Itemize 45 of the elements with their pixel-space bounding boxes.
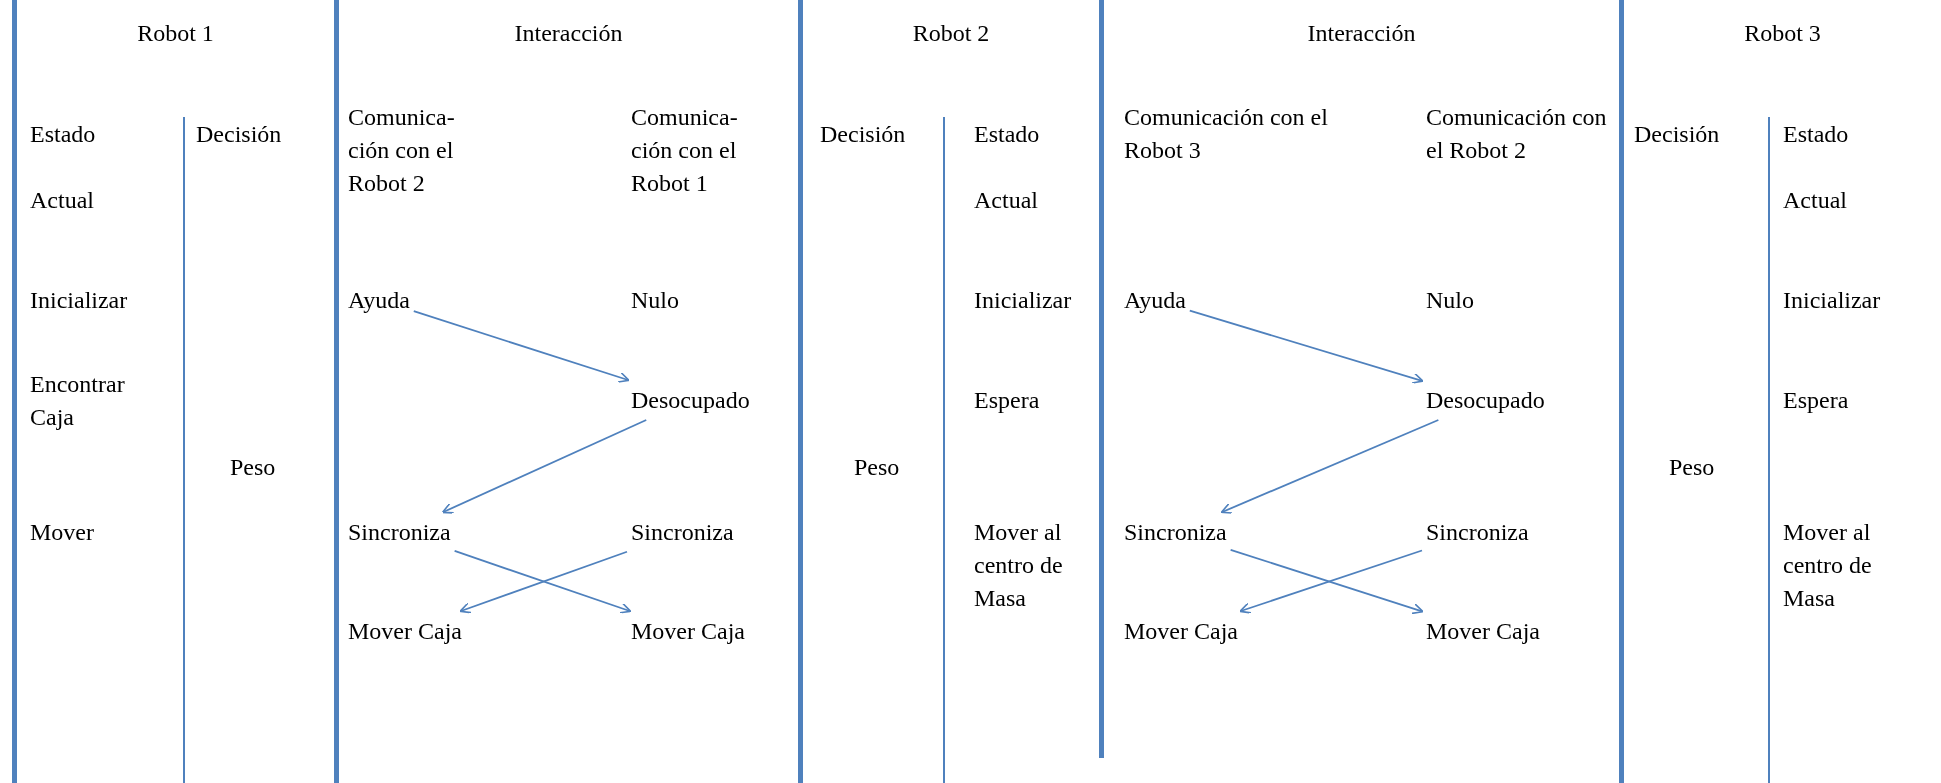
lane-title: Interacción	[513, 20, 624, 47]
column-text: Mover al centro de Masa	[1783, 518, 1873, 613]
column-text: Comunica- ción con el Robot 2	[348, 103, 456, 198]
lane-title: Robot 3	[1743, 20, 1822, 47]
column-text: Espera	[1783, 386, 1850, 415]
state-text: Desocupado	[631, 384, 750, 416]
state-text: Ayuda	[348, 284, 410, 316]
column-text: Decisión	[196, 120, 283, 149]
state-text: Mover Caja	[348, 615, 462, 647]
column-text: Mover al centro de Masa	[974, 518, 1064, 613]
state-text: Mover Caja	[1124, 615, 1238, 647]
lane-title: Robot 1	[136, 20, 215, 47]
column-text: Inicializar	[30, 286, 129, 315]
column-text: Espera	[974, 386, 1041, 415]
column-text: Estado Actual	[1783, 120, 1850, 215]
state-text: Sincroniza	[631, 516, 734, 548]
arrow	[412, 310, 630, 383]
column-text: Comunicación con el Robot 2	[1426, 103, 1608, 165]
column-text: Decisión	[820, 120, 907, 149]
column-text: Comunica- ción con el Robot 1	[631, 103, 739, 198]
state-text: Sincroniza	[1124, 516, 1227, 548]
column-text: Peso	[1669, 453, 1716, 482]
lane-title: Robot 2	[911, 20, 991, 47]
column-text: Nulo	[1426, 286, 1475, 315]
state-text: Sincroniza	[348, 516, 451, 548]
column-text: Estado Actual	[30, 120, 97, 215]
state-text: Ayuda	[1124, 284, 1186, 316]
state-text: Mover Caja	[631, 615, 745, 647]
column-text: Nulo	[631, 286, 680, 315]
column-text: Peso	[854, 453, 901, 482]
column-text: Comunicación con el Robot 3	[1124, 103, 1329, 165]
column-text: Mover	[30, 518, 95, 547]
state-text: Sincroniza	[1426, 516, 1529, 548]
column-text: Inicializar	[974, 286, 1073, 315]
lane-title: Interacción	[1306, 20, 1417, 47]
arrow	[441, 419, 648, 514]
column-text: Encontrar Caja	[30, 370, 126, 432]
column-text: Decisión	[1634, 120, 1721, 149]
column-text: Estado Actual	[974, 120, 1041, 215]
state-text: Mover Caja	[1426, 615, 1540, 647]
column-text: Inicializar	[1783, 286, 1882, 315]
column-text: Peso	[230, 453, 277, 482]
arrow	[1188, 309, 1424, 384]
state-text: Desocupado	[1426, 384, 1545, 416]
arrow	[1220, 419, 1440, 514]
